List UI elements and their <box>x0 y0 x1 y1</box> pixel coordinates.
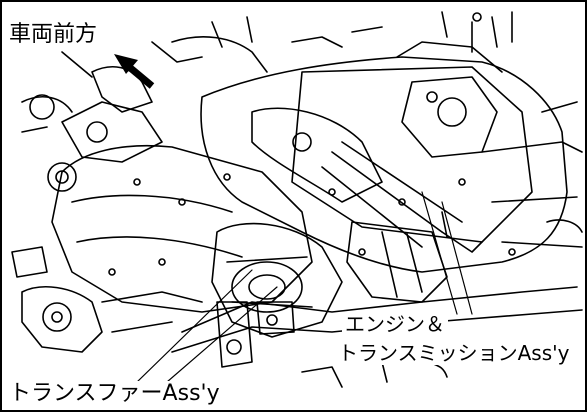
engine-leader-line-2 <box>421 191 458 315</box>
vehicle-front-label: 車両前方 <box>6 22 101 48</box>
engine-body <box>51 144 313 313</box>
engine-leader-line-1 <box>441 201 473 315</box>
transfer-leader-line-2 <box>166 286 278 383</box>
crossmember <box>181 286 578 333</box>
engine-label-line1: エンジン＆ <box>342 313 448 336</box>
arrow-up-left-icon <box>114 54 155 89</box>
transmission-housing <box>200 56 568 273</box>
transfer-label: トランスファーAss'y <box>6 381 223 407</box>
transfer-case <box>211 222 343 338</box>
transfer-leader-line-1 <box>136 269 253 383</box>
engine-label-line2: トランスミッションAss'y <box>335 342 573 365</box>
